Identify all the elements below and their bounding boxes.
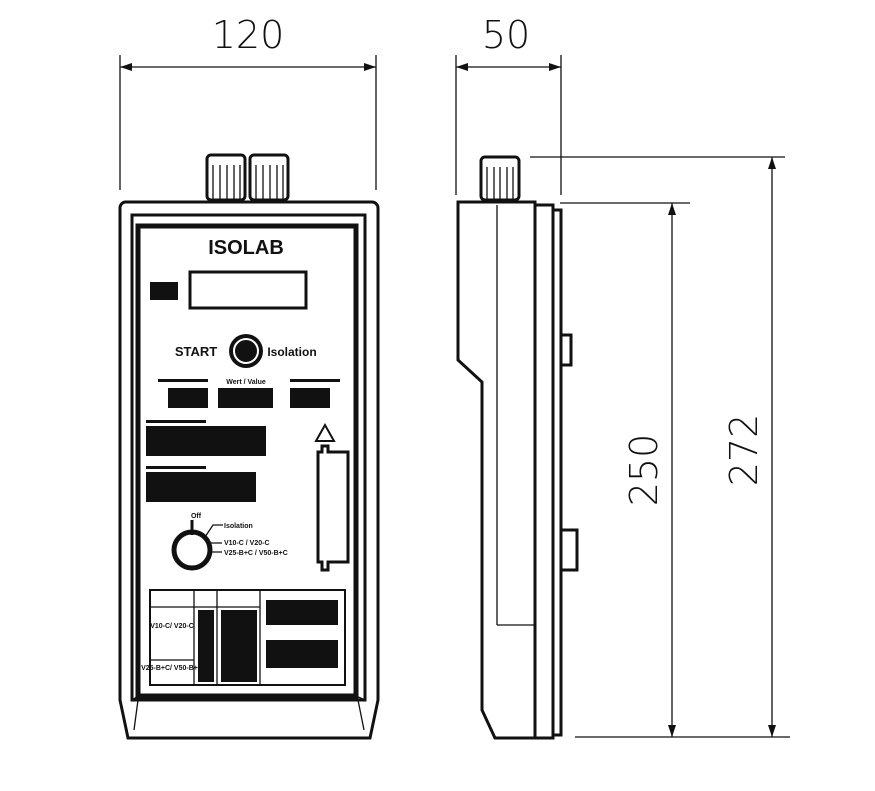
side-connector	[479, 155, 521, 202]
side-port	[559, 528, 579, 572]
selector-position-isolation: Isolation	[224, 523, 253, 530]
brand-logo: ISOLAB	[208, 237, 284, 259]
side-view	[456, 155, 579, 740]
selector-position-v25-v50: V25-B+C / V50-B+C	[224, 550, 288, 557]
start-label: START	[175, 344, 217, 359]
dimension-depth: 50	[455, 13, 562, 195]
table-type-1: V10-C/ V20-C	[150, 623, 194, 630]
value-header: Wert / Value	[226, 379, 266, 386]
table-type-2: V25-B+C/ V50-B+C	[141, 665, 203, 672]
selector-position-v10-v20: V10-C / V20-C	[224, 540, 270, 547]
battery-compartment	[316, 444, 350, 572]
dimension-body-height: 250	[560, 202, 790, 738]
dimension-total-height: 272	[530, 156, 785, 737]
dimension-width: 120	[119, 13, 377, 190]
side-button	[559, 333, 573, 367]
selector-dial[interactable]	[171, 529, 213, 571]
front-view: ISOLAB START Isolation Wert / Value Off …	[118, 153, 380, 740]
dimension-total-height-label: 272	[722, 414, 766, 487]
connector-right	[248, 153, 290, 202]
dimension-body-height-label: 250	[622, 434, 666, 507]
dimension-depth-label: 50	[482, 13, 530, 57]
battery-indicator	[150, 282, 178, 300]
mode-label: Isolation	[267, 345, 316, 359]
dimension-width-label: 120	[212, 13, 285, 57]
spec-text	[146, 379, 340, 502]
reference-table: V10-C/ V20-C V25-B+C/ V50-B+C	[141, 589, 346, 686]
warning-icon	[314, 422, 336, 442]
selector-off-label: Off	[191, 513, 202, 520]
lcd-display	[188, 270, 308, 310]
connector-left	[205, 153, 247, 202]
